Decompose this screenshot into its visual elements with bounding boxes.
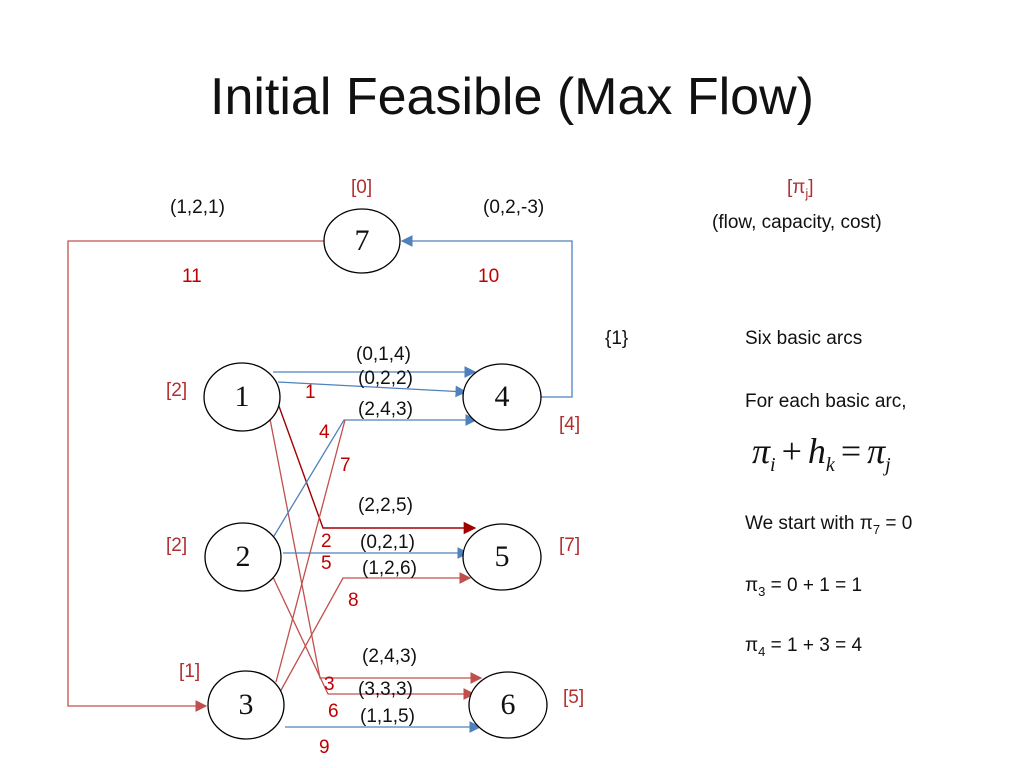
arc-index-2: 2 bbox=[321, 531, 332, 552]
pi-symbol: π bbox=[792, 177, 806, 198]
note-pi4-sub: 4 bbox=[758, 643, 766, 659]
basis-set: {1} bbox=[605, 328, 629, 349]
node-2-potential: [2] bbox=[166, 535, 188, 556]
node-2-label: 2 bbox=[235, 540, 251, 573]
node-6-circle bbox=[468, 671, 548, 739]
formula-eq: = bbox=[840, 431, 862, 471]
arc-2-6 bbox=[271, 574, 476, 700]
formula-h: h bbox=[807, 431, 826, 471]
arc-index-8: 8 bbox=[348, 590, 359, 611]
node-5-circle bbox=[462, 523, 542, 591]
node-3-label: 3 bbox=[238, 688, 254, 721]
formula-sub-k: k bbox=[825, 454, 835, 477]
potential-legend: [πj] bbox=[787, 177, 814, 205]
node-7-label: 7 bbox=[354, 224, 370, 257]
tuple-legend: (flow, capacity, cost) bbox=[712, 212, 882, 233]
arc-3-4 bbox=[275, 419, 346, 683]
node-2-circle bbox=[204, 522, 282, 592]
arc-index-5: 5 bbox=[321, 553, 332, 574]
node-6-label: 6 bbox=[500, 688, 516, 721]
note-pi3: π3 = 0 + 1 = 1 bbox=[745, 575, 862, 603]
node-4-label: 4 bbox=[494, 380, 510, 413]
node-4-circle bbox=[462, 363, 542, 431]
formula-sub-i: i bbox=[770, 454, 776, 477]
note-start-prefix: We start with bbox=[745, 513, 860, 534]
pi-symbol: π bbox=[745, 635, 759, 656]
note-pi4: π4 = 1 + 3 = 4 bbox=[745, 635, 862, 663]
node-7-circle bbox=[323, 208, 401, 274]
node-1-circle bbox=[203, 362, 281, 432]
node-6-potential: [5] bbox=[563, 687, 585, 708]
arc-tuple-7: (2,4,3) bbox=[358, 399, 413, 420]
arc-index-7: 7 bbox=[340, 455, 351, 476]
arc-index-6: 6 bbox=[328, 701, 339, 722]
arc-tuple-5: (0,2,1) bbox=[360, 532, 415, 553]
arc-index-10: 10 bbox=[478, 266, 500, 287]
note-six-basic: Six basic arcs bbox=[745, 328, 863, 349]
arc-3-5 bbox=[279, 572, 472, 693]
node-3-potential: [1] bbox=[179, 661, 201, 682]
arc-index-1: 1 bbox=[305, 382, 316, 403]
arc-tuple-10: (0,2,-3) bbox=[483, 197, 545, 218]
potential-legend-open: [ bbox=[787, 177, 793, 198]
potential-legend-close: ] bbox=[808, 177, 814, 198]
formula-plus: + bbox=[781, 431, 802, 471]
arc-tuple-2: (2,2,5) bbox=[358, 495, 413, 516]
arc-tuple-4: (0,2,2) bbox=[358, 368, 413, 389]
note-start-suffix: = 0 bbox=[880, 513, 913, 534]
note-start: We start with π7 = 0 bbox=[745, 513, 912, 541]
formula-pi-j: π bbox=[867, 431, 886, 471]
note-pi3-sub: 3 bbox=[758, 583, 766, 599]
arc-index-3: 3 bbox=[324, 674, 335, 695]
arc-tuple-9: (1,1,5) bbox=[360, 706, 415, 727]
arc-1-5 bbox=[275, 397, 477, 535]
arc-1-4-b bbox=[277, 381, 468, 398]
node-5-potential: [7] bbox=[559, 535, 581, 556]
arc-tuple-3: (2,4,3) bbox=[362, 646, 417, 667]
potential-legend-sub: j bbox=[805, 185, 809, 201]
note-for-each: For each basic arc, bbox=[745, 391, 907, 412]
node-3-circle bbox=[207, 670, 285, 740]
pi-symbol: π bbox=[745, 575, 759, 596]
arc-index-11: 11 bbox=[182, 266, 202, 287]
arc-tuple-11: (1,2,1) bbox=[170, 197, 225, 218]
formula-pi-i: π bbox=[752, 431, 771, 471]
potential-formula: πi+hk=πj bbox=[752, 430, 891, 477]
node-4-potential: [4] bbox=[559, 414, 581, 435]
pi-symbol: π bbox=[859, 513, 873, 534]
node-1-label: 1 bbox=[234, 380, 250, 413]
arc-tuple-1: (0,1,4) bbox=[356, 344, 411, 365]
note-pi3-rest: = 0 + 1 = 1 bbox=[765, 575, 863, 596]
arc-tuple-6: (3,3,3) bbox=[358, 679, 413, 700]
arc-4-7 bbox=[400, 235, 573, 398]
note-pi4-rest: = 1 + 3 = 4 bbox=[765, 635, 863, 656]
note-start-sub: 7 bbox=[872, 521, 881, 537]
arc-index-9: 9 bbox=[319, 737, 330, 758]
arc-2-4 bbox=[270, 414, 478, 542]
arc-index-4: 4 bbox=[319, 422, 330, 443]
page-title: Initial Feasible (Max Flow) bbox=[210, 68, 814, 126]
arc-tuple-8: (1,2,6) bbox=[362, 558, 417, 579]
arc-7-3 bbox=[67, 240, 325, 712]
node-5-label: 5 bbox=[494, 540, 510, 573]
node-7-potential: [0] bbox=[351, 177, 373, 198]
node-1-potential: [2] bbox=[166, 380, 188, 401]
formula-sub-j: j bbox=[885, 454, 891, 477]
